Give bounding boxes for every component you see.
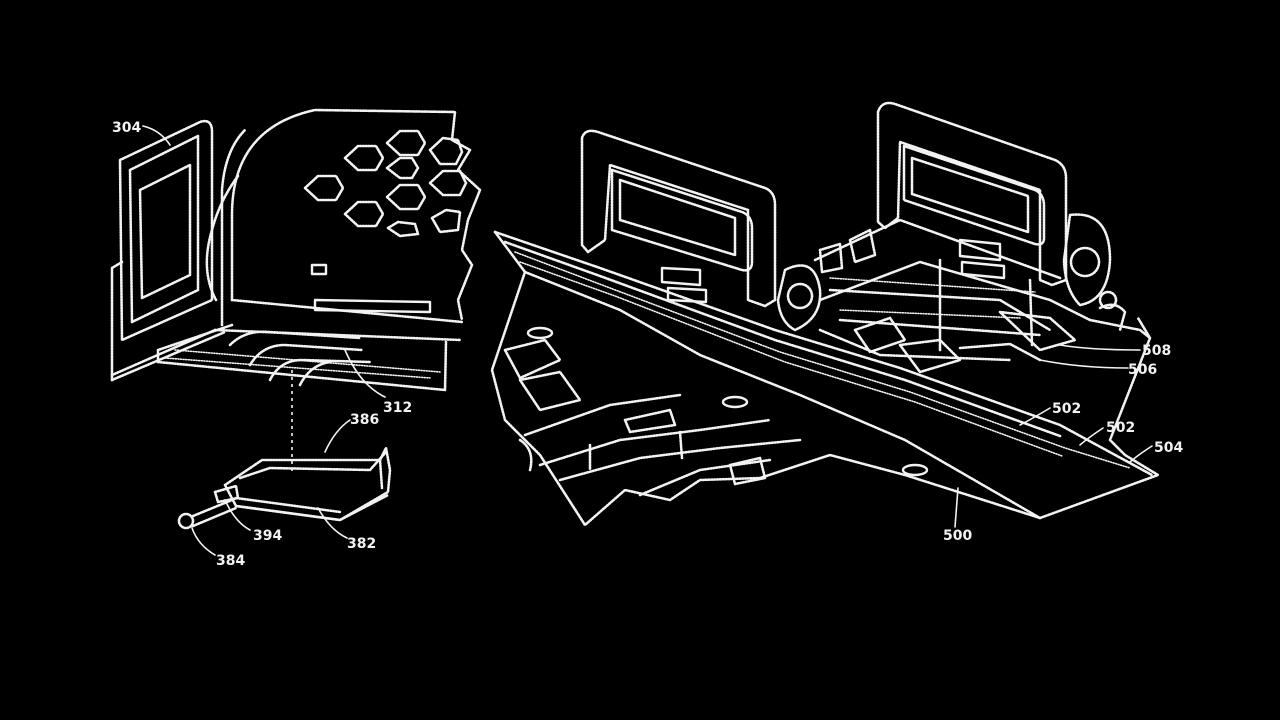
label-382: 382 [347,536,376,552]
leader-lines [142,125,1153,556]
label-508: 508 [1142,343,1171,359]
label-384: 384 [216,553,245,569]
label-500: 500 [943,528,972,544]
label-304: 304 [112,120,141,136]
reference-labels: 304 312 386 394 384 382 508 506 502 502 … [112,120,1183,569]
rollers [776,213,1118,332]
housing [156,108,482,392]
hexagon-vent-pattern [303,129,468,238]
handle-left [580,129,777,308]
latch-394 [213,484,240,504]
underside-details [503,326,929,497]
tray-assembly [177,446,392,530]
left-assembly [110,108,482,475]
internal-frame [813,218,1152,374]
door-panel-304 [110,119,227,382]
label-394: 394 [253,528,282,544]
knob-384 [177,512,195,530]
rails-312 [164,330,441,387]
label-312: 312 [383,400,412,416]
label-506: 506 [1128,362,1157,378]
right-assembly-500 [490,101,1160,527]
label-502-lower: 502 [1106,420,1135,436]
label-502-upper: 502 [1052,401,1081,417]
handle-right [876,101,1068,287]
label-386: 386 [350,412,379,428]
label-504: 504 [1154,440,1183,456]
